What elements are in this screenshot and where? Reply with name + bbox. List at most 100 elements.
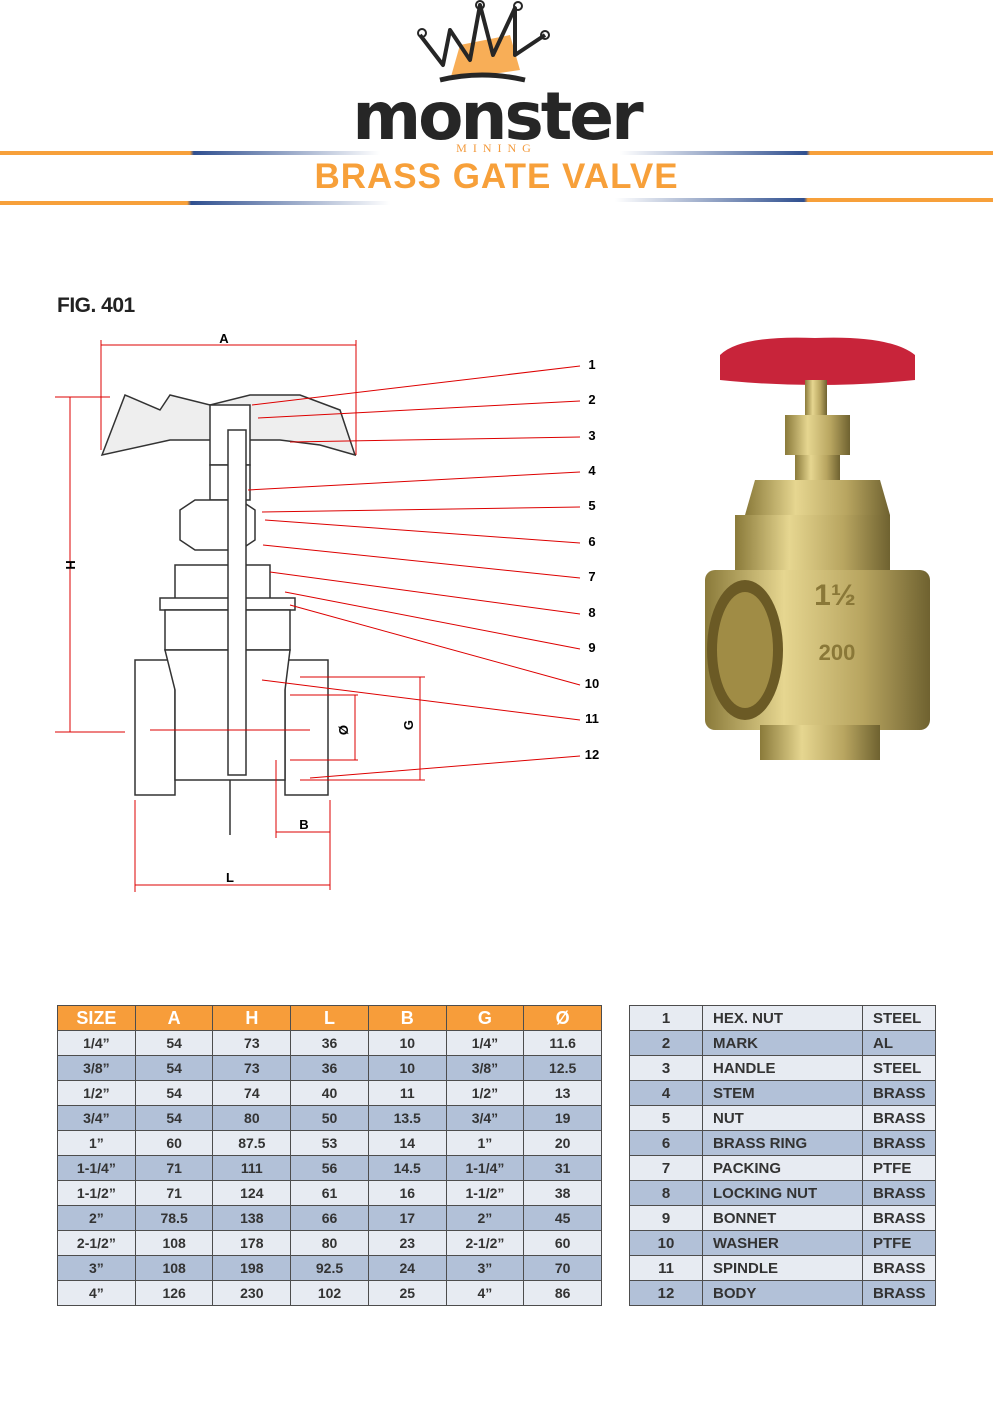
part-name: WASHER xyxy=(702,1230,863,1256)
header-rule-top-right xyxy=(620,151,993,155)
table-cell: 108 xyxy=(134,1255,214,1281)
part-name: BRASS RING xyxy=(702,1130,863,1156)
table-cell: 13.5 xyxy=(367,1105,447,1131)
part-material: STEEL xyxy=(862,1005,936,1031)
table-cell: 1” xyxy=(445,1130,525,1156)
callout-number: 12 xyxy=(585,747,599,762)
header-rule-bottom-left xyxy=(0,201,390,205)
part-number: 6 xyxy=(629,1130,703,1156)
table-cell: 1-1/4” xyxy=(445,1155,525,1181)
brand-logo-text: monster xyxy=(352,78,643,155)
part-name: LOCKING NUT xyxy=(702,1180,863,1206)
table-cell: 178 xyxy=(212,1230,292,1256)
table-cell: 66 xyxy=(290,1205,369,1231)
dimension-label-diameter: Ø xyxy=(336,725,351,735)
table-cell: 2-1/2” xyxy=(57,1230,136,1256)
callout-number: 9 xyxy=(588,640,595,655)
callout-number: 6 xyxy=(588,534,595,549)
callout-number: 1 xyxy=(588,357,595,372)
table-cell: 71 xyxy=(134,1180,214,1206)
table-cell: 25 xyxy=(367,1280,447,1306)
table-cell: 56 xyxy=(290,1155,369,1181)
column-header: Ø xyxy=(523,1005,602,1031)
part-name: NUT xyxy=(702,1105,863,1131)
part-number: 11 xyxy=(629,1255,703,1281)
table-cell: 20 xyxy=(523,1130,602,1156)
table-cell: 87.5 xyxy=(212,1130,292,1156)
table-cell: 92.5 xyxy=(290,1255,369,1281)
table-cell: 3/4” xyxy=(445,1105,525,1131)
callout-line xyxy=(247,471,581,491)
part-name: HANDLE xyxy=(702,1055,863,1081)
table-cell: 13 xyxy=(523,1080,602,1106)
part-name: HEX. NUT xyxy=(702,1005,863,1031)
table-cell: 10 xyxy=(367,1030,447,1056)
part-name: BODY xyxy=(702,1280,863,1306)
table-cell: 80 xyxy=(212,1105,292,1131)
callout-number: 3 xyxy=(588,428,595,443)
callout-line xyxy=(309,755,581,779)
part-name: BONNET xyxy=(702,1205,863,1231)
callout-line xyxy=(251,365,581,406)
callout-number: 10 xyxy=(585,676,599,691)
callout-number: 2 xyxy=(588,392,595,407)
dimension-label-b: B xyxy=(299,817,308,832)
callout-line xyxy=(269,571,581,615)
part-material: AL xyxy=(862,1030,936,1056)
callout-number: 7 xyxy=(588,569,595,584)
table-cell: 126 xyxy=(134,1280,214,1306)
table-cell: 3” xyxy=(57,1255,136,1281)
table-cell: 71 xyxy=(134,1155,214,1181)
table-cell: 108 xyxy=(134,1230,214,1256)
part-number: 9 xyxy=(629,1205,703,1231)
table-cell: 31 xyxy=(523,1155,602,1181)
part-material: BRASS xyxy=(862,1255,936,1281)
table-cell: 11 xyxy=(367,1080,447,1106)
part-name: STEM xyxy=(702,1080,863,1106)
table-cell: 14 xyxy=(367,1130,447,1156)
table-cell: 10 xyxy=(367,1055,447,1081)
part-number: 5 xyxy=(629,1105,703,1131)
part-material: PTFE xyxy=(862,1230,936,1256)
table-cell: 1/2” xyxy=(57,1080,136,1106)
part-number: 12 xyxy=(629,1280,703,1306)
callout-number: 11 xyxy=(585,711,599,726)
table-cell: 73 xyxy=(212,1030,292,1056)
table-cell: 3/4” xyxy=(57,1105,136,1131)
part-number: 4 xyxy=(629,1080,703,1106)
dimension-label-h: H xyxy=(63,560,78,569)
column-header: SIZE xyxy=(57,1005,136,1031)
part-material: BRASS xyxy=(862,1130,936,1156)
column-header: G xyxy=(445,1005,525,1031)
table-cell: 61 xyxy=(290,1180,369,1206)
table-cell: 54 xyxy=(134,1030,214,1056)
table-cell: 54 xyxy=(134,1105,214,1131)
dimension-label-a: A xyxy=(219,331,229,346)
table-cell: 19 xyxy=(523,1105,602,1131)
column-header: A xyxy=(134,1005,214,1031)
part-material: PTFE xyxy=(862,1155,936,1181)
callout-line xyxy=(257,400,581,419)
dimension-label-l: L xyxy=(226,870,234,885)
part-number: 8 xyxy=(629,1180,703,1206)
photo-size-mark: 1½ xyxy=(814,579,856,612)
part-material: BRASS xyxy=(862,1205,936,1231)
dimension-lines xyxy=(55,340,425,892)
part-number: 10 xyxy=(629,1230,703,1256)
table-cell: 1/4” xyxy=(445,1030,525,1056)
photo-rating-mark: 200 xyxy=(819,640,856,665)
callout-line xyxy=(284,591,581,650)
